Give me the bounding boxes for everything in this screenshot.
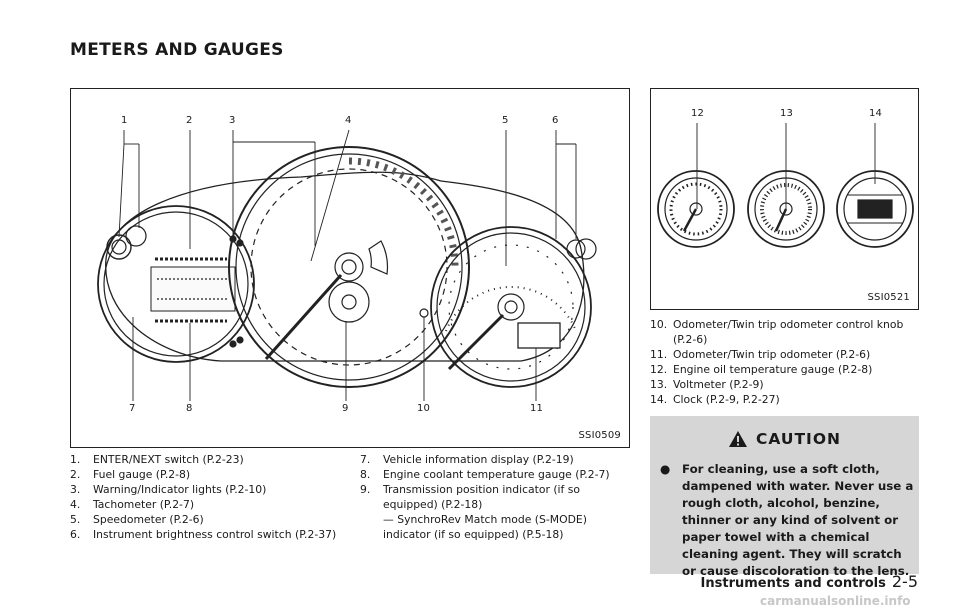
caution-box: CAUTION ● For cleaning, use a soft cloth… (650, 416, 919, 578)
callout-7: 7 (129, 403, 136, 414)
list-item: 5.Speedometer (P.2-6) (70, 513, 204, 526)
caution-item: ● For cleaning, use a soft cloth, dampen… (660, 461, 914, 580)
callout-3: 3 (229, 115, 236, 126)
page-number: 2-5 (891, 572, 918, 591)
caution-text: For cleaning, use a soft cloth, dampened… (682, 462, 914, 578)
callout-4: 4 (345, 115, 352, 126)
caution-bullet: ● (660, 462, 671, 476)
list-item: 9.Transmission position indicator (if so… (360, 483, 581, 511)
list-item: 1.ENTER/NEXT switch (P.2-23) (70, 453, 244, 466)
figure-code-side: SSI0521 (867, 292, 910, 303)
callout-13: 13 (780, 108, 794, 119)
oil-temperature-gauge (657, 170, 735, 248)
list-item: 6.Instrument brightness control switch (… (70, 528, 337, 541)
page-heading: METERS AND GAUGES (70, 40, 284, 60)
callout-6: 6 (552, 115, 559, 126)
list-item: 10.Odometer/Twin trip odometer control k… (650, 318, 904, 346)
list-item: 14.Clock (P.2-9, P.2-27) (650, 393, 780, 406)
watermark: carmanualsonline.info (760, 594, 911, 608)
callout-8: 8 (186, 403, 193, 414)
component-list-right: 10.Odometer/Twin trip odometer control k… (650, 317, 920, 407)
callout-5: 5 (502, 115, 509, 126)
list-item: 12.Engine oil temperature gauge (P.2-8) (650, 363, 873, 376)
speedometer (430, 226, 592, 388)
callout-2: 2 (186, 115, 193, 126)
figure-code-main: SSI0509 (578, 430, 621, 441)
callout-10: 10 (417, 403, 431, 414)
list-subitem: — SynchroRev Match mode (S-MODE) indicat… (383, 513, 587, 541)
callout-14: 14 (869, 108, 883, 119)
callout-1: 1 (121, 115, 128, 126)
list-item: 8.Engine coolant temperature gauge (P.2-… (360, 468, 610, 481)
instrument-cluster-figure: 1 2 3 4 5 6 7 8 9 10 11 SSI0509 (70, 88, 630, 448)
component-list-left: 1.ENTER/NEXT switch (P.2-23) 2.Fuel gaug… (70, 452, 340, 542)
list-item: 13.Voltmeter (P.2-9) (650, 378, 764, 391)
caution-header: CAUTION (650, 426, 919, 452)
warning-triangle-icon (729, 431, 747, 447)
list-item: 4.Tachometer (P.2-7) (70, 498, 195, 511)
section-name: Instruments and controls (700, 576, 886, 591)
auxiliary-gauges-illustration (657, 123, 914, 248)
info-display (150, 266, 236, 312)
component-list-middle: 7.Vehicle information display (P.2-19) 8… (360, 452, 632, 542)
tachometer (228, 146, 470, 388)
auxiliary-gauges-figure: 12 13 14 SSI0521 (650, 88, 919, 310)
callout-12: 12 (691, 108, 705, 119)
voltmeter-gauge (747, 170, 825, 248)
callout-9: 9 (342, 403, 349, 414)
page-footer: Instruments and controls 2-5 (701, 572, 918, 591)
list-item: 11.Odometer/Twin trip odometer (P.2-6) (650, 348, 871, 361)
clock-gauge (836, 170, 914, 248)
list-item: 7.Vehicle information display (P.2-19) (360, 453, 574, 466)
list-item: 3.Warning/Indicator lights (P.2-10) (70, 483, 267, 496)
callout-11: 11 (530, 403, 544, 414)
instrument-cluster-illustration (97, 129, 597, 401)
list-item: 2.Fuel gauge (P.2-8) (70, 468, 191, 481)
caution-title: CAUTION (756, 430, 841, 448)
